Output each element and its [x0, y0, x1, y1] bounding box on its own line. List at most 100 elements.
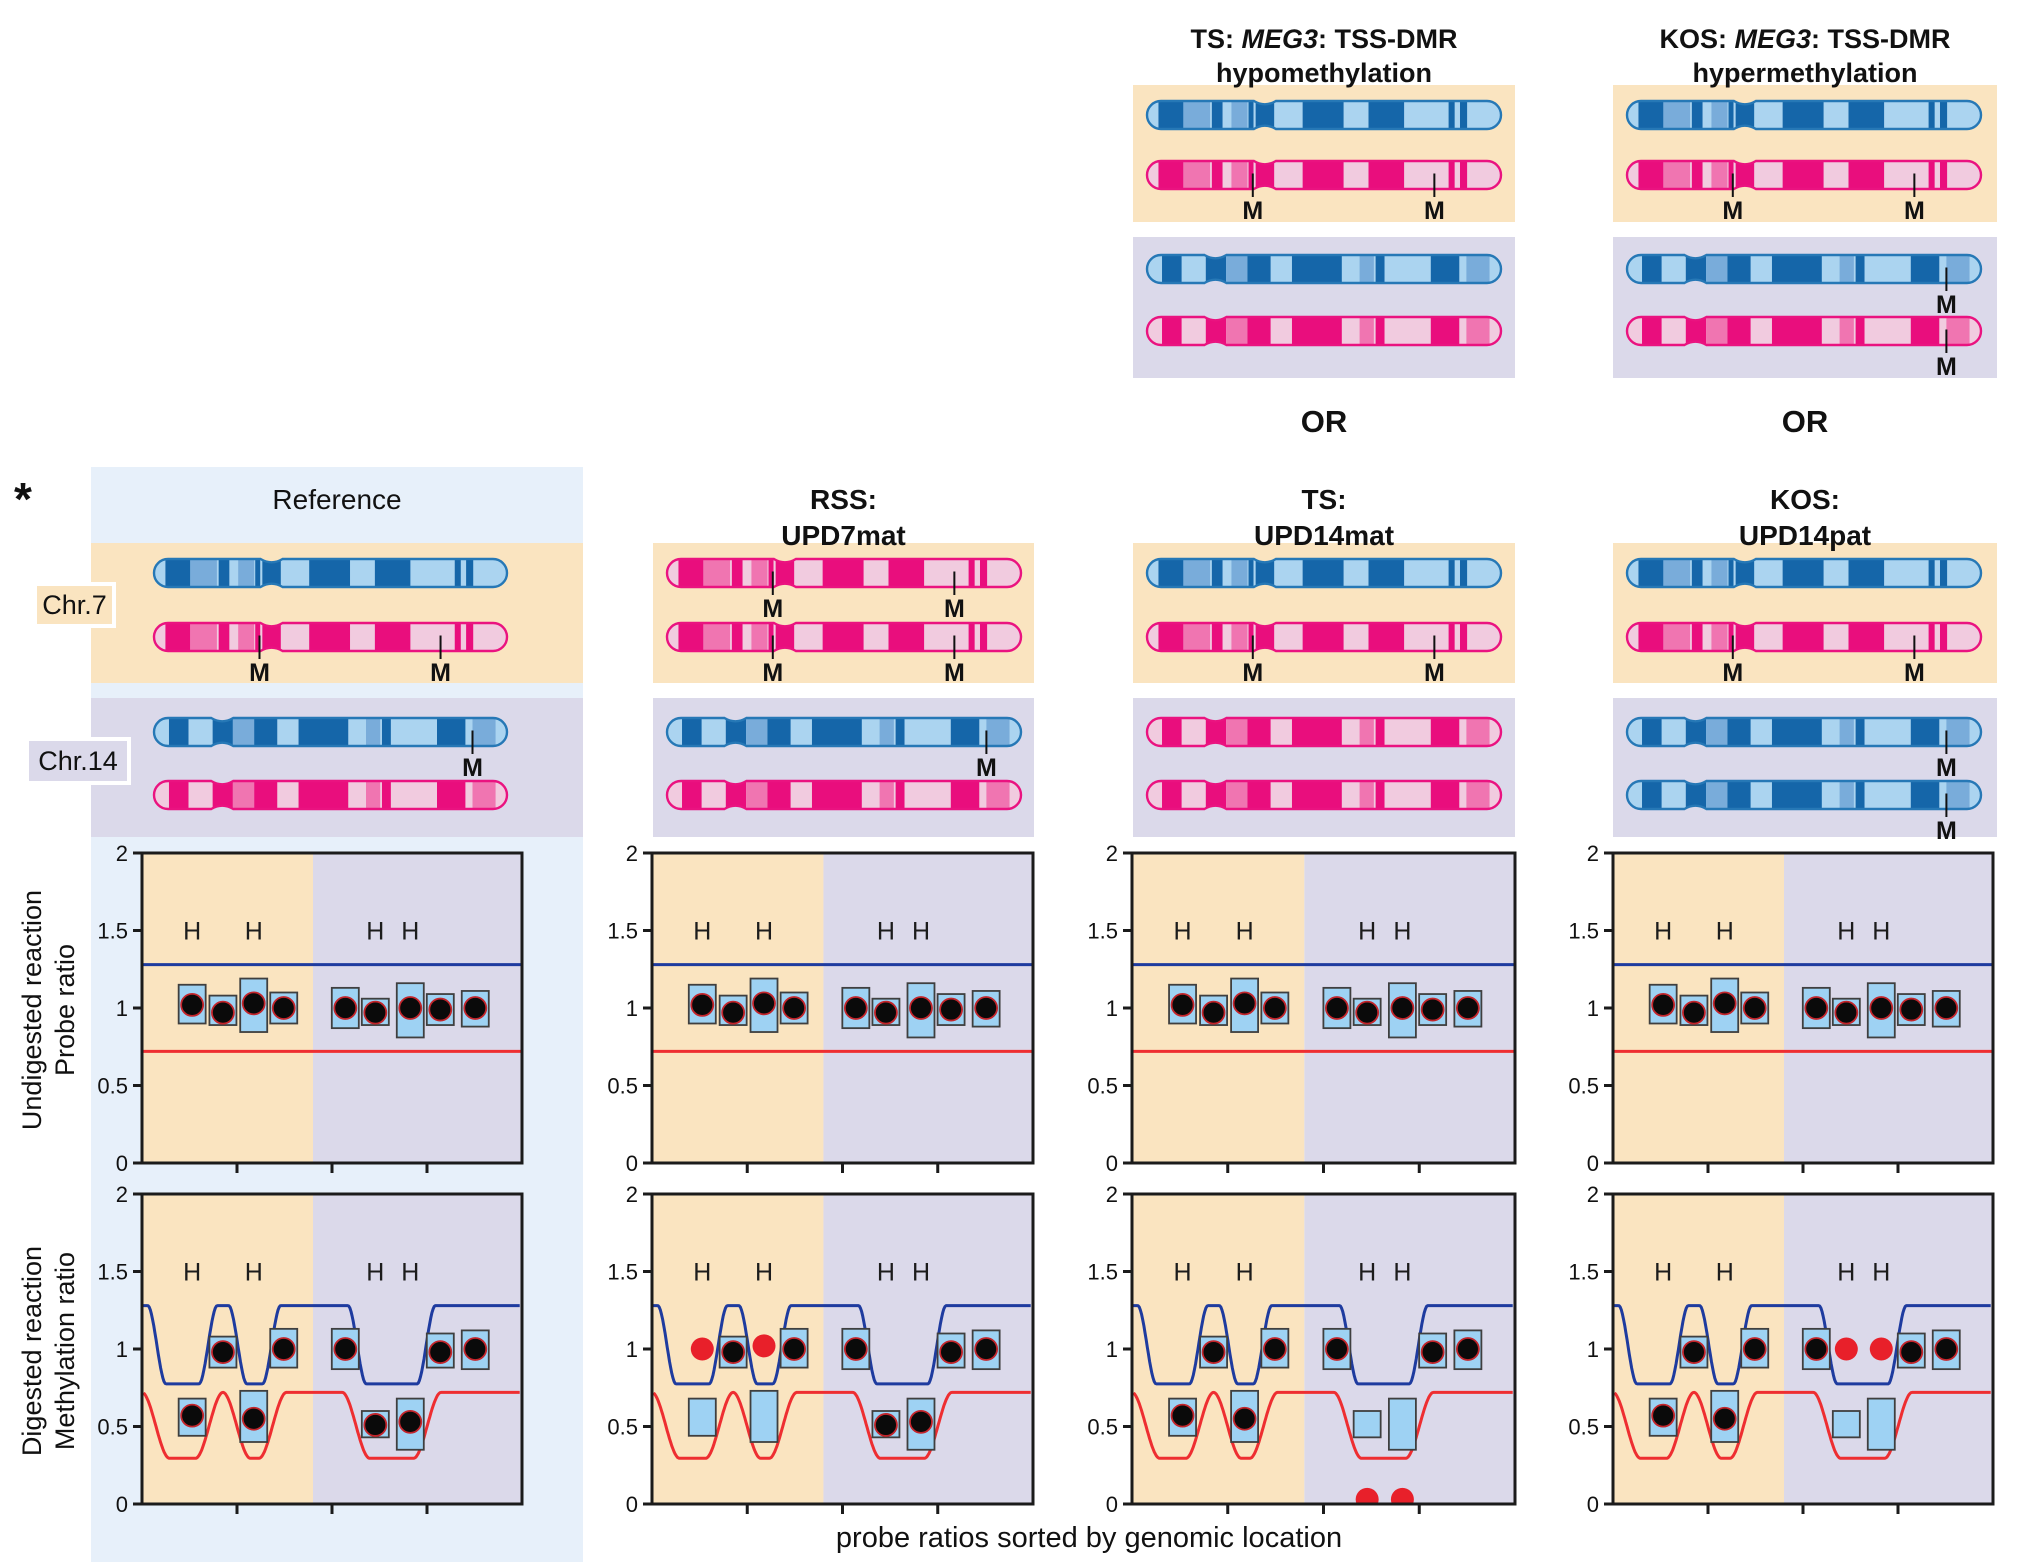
chromosome-band: [168, 718, 189, 746]
h-site-label: H: [1236, 1259, 1254, 1287]
probe-dot: [1712, 991, 1737, 1016]
chromosome-band: [1728, 161, 1734, 189]
y-tick-label: 1: [1106, 1337, 1118, 1362]
h-site-label: H: [877, 1259, 895, 1287]
chromosome-band: [1430, 255, 1460, 283]
y-tick-label: 1: [626, 996, 638, 1021]
h-site-label: H: [1236, 918, 1254, 946]
probe-dot: [752, 991, 776, 1016]
chromosome-band: [1448, 161, 1455, 189]
chromosome-band: [1663, 161, 1691, 189]
chromosome-band: [1183, 623, 1211, 651]
methylation-m-label: M: [1242, 197, 1263, 225]
chromosome-band: [1255, 559, 1275, 587]
chromosome-band: [1638, 101, 1664, 129]
y-tick-label: 1: [116, 996, 128, 1021]
probe-dot: [1201, 1000, 1226, 1025]
chromosome-band: [1642, 317, 1662, 345]
y-tick-label: 1.5: [97, 919, 128, 944]
y-tick-label: 0: [1587, 1492, 1599, 1517]
probe-dot: [874, 1000, 898, 1025]
probe-dot: [1682, 1340, 1706, 1365]
chromosome-band: [1430, 317, 1460, 345]
methylation-m-label: M: [249, 659, 270, 687]
chromosome-band: [775, 559, 795, 587]
or-label-kos: OR: [1781, 404, 1829, 439]
probe-dot: [843, 996, 868, 1020]
probe-dot: [1170, 992, 1195, 1017]
chromosome-band: [1735, 623, 1755, 651]
abnormal-probe-dot: [1390, 1487, 1414, 1504]
chromosome-band: [1782, 623, 1824, 651]
probe-dot: [939, 997, 963, 1022]
chromosome-band: [298, 781, 349, 809]
chromosome-band: [1848, 161, 1885, 189]
y-tick-label: 1.5: [607, 919, 638, 944]
chromosome-band: [1685, 255, 1707, 283]
chromosome-band: [218, 623, 230, 651]
probe-dot: [1232, 1406, 1257, 1431]
probe-dot: [721, 1000, 746, 1025]
probe-dot: [1742, 996, 1767, 1020]
y-tick-label: 1: [626, 1337, 638, 1362]
y-tick-label: 0: [1106, 1151, 1118, 1176]
chromosome-7-copy1-epi-ts: [1145, 99, 1503, 131]
chromosome-band: [168, 781, 189, 809]
panel-title-line2: hypomethylation: [1215, 58, 1432, 88]
chromosome-band: [1928, 161, 1935, 189]
chromosome-band: [1711, 623, 1728, 651]
h-site-label: H: [755, 918, 773, 946]
chromosome-band: [454, 623, 461, 651]
chromosome-band: [1910, 781, 1940, 809]
chromosome-band: [1782, 559, 1824, 587]
chromosome-band: [1368, 161, 1405, 189]
chromosome-band: [262, 559, 281, 587]
chromosome-outline: [1145, 159, 1503, 191]
chromosome-band: [1211, 623, 1223, 651]
chromosome-band: [1727, 317, 1751, 345]
h-site-label: H: [245, 1259, 263, 1287]
chromosome-band: [1226, 317, 1248, 345]
chromosome-band: [1247, 317, 1271, 345]
chromosome-band: [1158, 623, 1184, 651]
chromosome-band: [1302, 559, 1344, 587]
y-tick-label: 1: [116, 1337, 128, 1362]
chromosome-band: [811, 781, 862, 809]
chromosome-band: [374, 559, 411, 587]
chromosome-band: [1928, 623, 1935, 651]
chromosome-7-copy1-kos: [1625, 557, 1983, 589]
chromosome-band: [366, 781, 381, 809]
probe-dot: [1651, 1403, 1676, 1428]
y-tick-label: 2: [1106, 841, 1118, 866]
chromosome-14-copy2-ref: [152, 779, 509, 811]
chromosome-band: [1466, 317, 1490, 345]
column-title-kos: KOS: UPD14pat: [1738, 484, 1872, 551]
methylation-m-label: M: [762, 659, 783, 687]
methylation-m-label: M: [1904, 197, 1925, 225]
chromosome-band: [1183, 559, 1211, 587]
chromosome-band: [767, 781, 791, 809]
chromosome-band: [232, 718, 255, 746]
chromosome-band: [165, 559, 191, 587]
chromosome-outline: [152, 779, 509, 811]
probe-dot: [1899, 1340, 1924, 1365]
chromosome-outline: [1625, 779, 1983, 811]
chromosome-band: [1928, 101, 1935, 129]
chromosome-band: [1855, 255, 1865, 283]
y-tick-label: 0.5: [97, 1415, 128, 1440]
chromosome-band: [1368, 101, 1405, 129]
y-tick-label: 0: [626, 1151, 638, 1176]
chromosome-band: [775, 623, 795, 651]
chromosome-14-copy2-ts: [1145, 779, 1503, 811]
h-site-label: H: [1872, 918, 1890, 946]
chromosome-band: [767, 718, 791, 746]
probe-dot: [1170, 1403, 1195, 1428]
h-site-label: H: [1393, 1259, 1411, 1287]
chromosome-band: [255, 559, 261, 587]
